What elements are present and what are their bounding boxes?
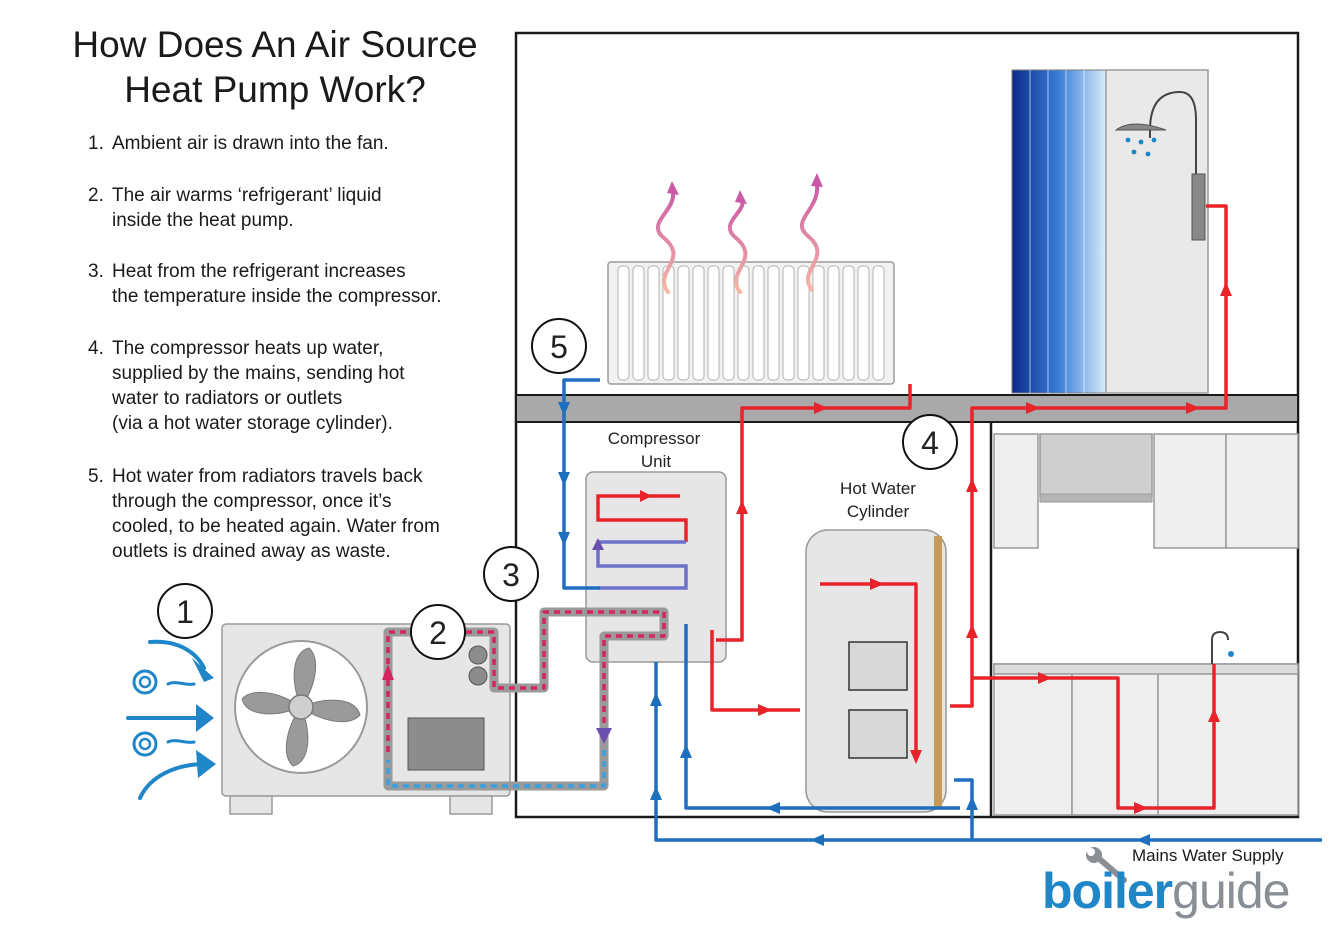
cylinder-panel [848, 641, 908, 691]
marker-1-label: 1 [176, 594, 194, 630]
air-arrow-icon [192, 658, 216, 778]
heat-wave-icon [655, 178, 820, 294]
cylinder-panel [848, 709, 908, 759]
kitchen-units [993, 433, 1299, 816]
marker-4: 4 [902, 414, 958, 470]
marker-5-label: 5 [550, 329, 568, 365]
step-text: cooled, to be heated again. Water from [112, 516, 440, 537]
step-2: 2. The air warms ‘refrigerant’ liquid ins… [88, 183, 382, 233]
marker-5: 5 [531, 318, 587, 374]
logo-part-1: boiler [1042, 863, 1173, 919]
shower-icon [1105, 69, 1209, 394]
step-number: 1. [88, 133, 104, 154]
refrigerant-arrow-icon [596, 728, 612, 744]
marker-2-label: 2 [429, 615, 447, 651]
step-text: water to radiators or outlets [112, 388, 343, 409]
marker-2: 2 [410, 604, 466, 660]
compressor-label-line-2: Unit [641, 452, 672, 471]
refrigerant-arrow-icon [382, 664, 394, 680]
cold-water-arrow-icon [558, 402, 1150, 846]
cylinder-label-line-2: Cylinder [847, 502, 910, 521]
logo-part-2: guide [1172, 863, 1290, 919]
step-number: 5. [88, 466, 104, 487]
step-5: 5.Hot water from radiators travels back … [88, 464, 440, 564]
coil-arrow-icon [592, 538, 604, 550]
house-outline [514, 31, 1300, 819]
marker-3-label: 3 [502, 557, 520, 593]
step-text: inside the heat pump. [112, 210, 294, 231]
boilerguide-logo: boilerguide [1042, 862, 1290, 920]
marker-3: 3 [483, 546, 539, 602]
heat-arrow-icon [667, 173, 823, 204]
step-text: (via a hot water storage cylinder). [112, 413, 393, 434]
cylinder-label-line-1: Hot Water [840, 479, 916, 498]
hot-water-pipes [710, 204, 1228, 810]
compressor-label-line-1: Compressor [608, 429, 701, 448]
step-3: 3. Heat from the refrigerant increases th… [88, 259, 442, 309]
step-4: 4. The compressor heats up water, supplie… [88, 336, 405, 436]
step-text: the temperature inside the compressor. [112, 286, 442, 307]
step-text: Ambient air is drawn into the fan. [112, 133, 389, 154]
cooker-hood-icon [1039, 433, 1153, 503]
step-number: 2. [88, 185, 104, 206]
step-number: 4. [88, 338, 104, 359]
marker-1: 1 [157, 583, 213, 639]
mains-water-supply-label: Mains Water Supply [1132, 846, 1284, 865]
step-number: 3. [88, 261, 104, 282]
step-text: The air warms ‘refrigerant’ liquid [112, 185, 382, 206]
radiator-icon [607, 261, 895, 385]
step-text: Heat from the refrigerant increases [112, 261, 406, 282]
page-title: How Does An Air Source Heat Pump Work? [40, 22, 510, 112]
refrigerant-loop [383, 607, 669, 791]
step-text: The compressor heats up water, [112, 338, 384, 359]
marker-4-label: 4 [921, 425, 939, 461]
step-text: through the compressor, once it’s [112, 491, 392, 512]
tap-icon [1211, 630, 1234, 664]
coil-arrow-icon [640, 490, 652, 502]
window-blind-icon [1011, 69, 1107, 394]
step-text: supplied by the mains, sending hot [112, 363, 405, 384]
step-text: Hot water from radiators travels back [112, 466, 423, 487]
title-line-1: How Does An Air Source [72, 24, 478, 65]
fan-icon [234, 640, 368, 774]
wrench-icon [1086, 847, 1127, 883]
cylinder-pipe [934, 536, 942, 808]
hot-water-arrow-icon [736, 282, 1232, 814]
air-swirl-icon [126, 639, 208, 800]
step-text: outlets is drained away as waste. [112, 541, 391, 562]
compressor-coil [596, 494, 688, 590]
title-line-2: Heat Pump Work? [124, 69, 426, 110]
step-1: 1. Ambient air is drawn into the fan. [88, 131, 389, 156]
